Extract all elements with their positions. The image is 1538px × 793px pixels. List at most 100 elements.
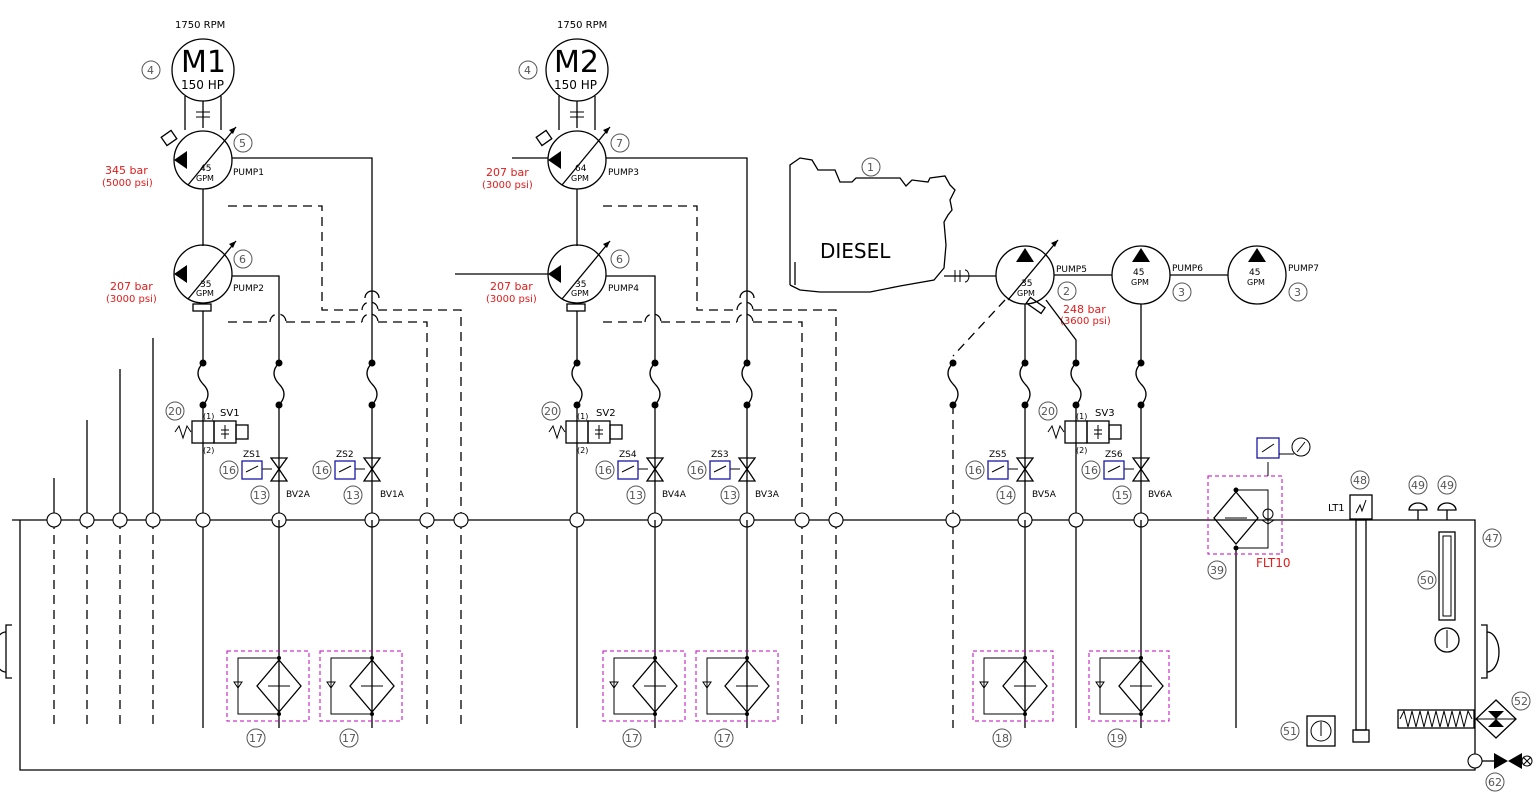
pump6-callout: 3 bbox=[1178, 286, 1185, 299]
pump1-flow: 45 bbox=[200, 164, 211, 174]
pump2: 35 GPM PUMP2 6 207 bar (3000 psi) bbox=[106, 189, 264, 312]
pump4-callout: 6 bbox=[616, 253, 623, 266]
filter6-callout: 19 bbox=[1110, 732, 1124, 745]
pump1: 45 GPM PUMP1 5 345 bar (5000 psi) bbox=[102, 126, 264, 190]
bv1a-label: BV1A bbox=[380, 490, 405, 500]
heater: 52 bbox=[1397, 691, 1531, 739]
bv2a-callout: 13 bbox=[253, 489, 267, 502]
zs2-label: ZS2 bbox=[336, 450, 354, 460]
zs3-callout: 16 bbox=[690, 464, 704, 477]
pump7-callout: 3 bbox=[1294, 286, 1301, 299]
pump5-pressure-psi: (3600 psi) bbox=[1060, 316, 1111, 327]
level-transmitter-lt1: LT1 48 bbox=[1328, 470, 1373, 743]
bv3a-callout: 13 bbox=[723, 489, 737, 502]
pump3-pressure-bar: 207 bar bbox=[486, 166, 529, 179]
sight-gauge-callout: 50 bbox=[1420, 574, 1434, 587]
zs6-callout: 16 bbox=[1084, 464, 1098, 477]
bv4a-label: BV4A bbox=[662, 490, 687, 500]
ball-valve-bv3a: ZS3 16 BV3A 13 bbox=[687, 405, 780, 520]
pump7-label: PUMP7 bbox=[1288, 264, 1319, 274]
pump4-unit: GPM bbox=[571, 289, 589, 298]
pump6-flow: 45 bbox=[1133, 268, 1144, 278]
filter1-callout: 17 bbox=[249, 732, 263, 745]
sv2-port1: (1) bbox=[577, 412, 588, 421]
pump6-unit: GPM bbox=[1131, 278, 1149, 287]
sv1-port2: (2) bbox=[203, 446, 214, 455]
sight-gauge: 50 bbox=[1417, 531, 1460, 653]
filter5-callout: 18 bbox=[995, 732, 1009, 745]
pump2-flow: 35 bbox=[200, 280, 211, 290]
lt1-label: LT1 bbox=[1328, 503, 1345, 514]
tank-number: 47 bbox=[1485, 532, 1499, 545]
reservoir-tank bbox=[0, 338, 1500, 771]
sv2-port2: (2) bbox=[577, 446, 588, 455]
diesel-label: DIESEL bbox=[820, 239, 891, 263]
bv5a-label: BV5A bbox=[1032, 490, 1057, 500]
thermometer: 51 bbox=[1280, 715, 1336, 747]
tank-callout: 47 bbox=[1482, 528, 1502, 548]
bv6a-label: BV6A bbox=[1148, 490, 1173, 500]
motor-m2-rpm: 1750 RPM bbox=[557, 20, 607, 31]
sv1-callout: 20 bbox=[168, 405, 182, 418]
diesel-engine: DIESEL 1 bbox=[789, 157, 996, 293]
return-filter-2: 17 bbox=[319, 520, 403, 748]
return-filter-3: 17 bbox=[602, 520, 686, 748]
pump4-pressure-bar: 207 bar bbox=[490, 280, 533, 293]
pump2-pressure-bar: 207 bar bbox=[110, 280, 153, 293]
bv4a-callout: 13 bbox=[629, 489, 643, 502]
breather2-callout: 49 bbox=[1440, 479, 1454, 492]
pump6-label: PUMP6 bbox=[1172, 264, 1203, 274]
solenoid-valve-sv2: SV2 (1) (2) 20 bbox=[541, 401, 623, 520]
motor-m1: 1750 RPM M1 150 HP 4 bbox=[141, 20, 235, 130]
motor-m1-callout: 4 bbox=[147, 64, 154, 77]
diesel-callout: 1 bbox=[867, 161, 874, 174]
pump1-callout: 5 bbox=[239, 137, 246, 150]
drain-valve: 62 bbox=[1467, 753, 1533, 792]
filter4-callout: 17 bbox=[717, 732, 731, 745]
zs5-callout: 16 bbox=[968, 464, 982, 477]
filter2-callout: 17 bbox=[342, 732, 356, 745]
zs4-callout: 16 bbox=[598, 464, 612, 477]
pump5-unit: GPM bbox=[1017, 289, 1035, 298]
pump1-label: PUMP1 bbox=[233, 168, 264, 178]
pump3-label: PUMP3 bbox=[608, 168, 639, 178]
breather-1: 49 bbox=[1408, 475, 1428, 520]
pump5: 35 GPM PUMP5 2 248 bar (3600 psi) bbox=[995, 239, 1111, 327]
lt1-callout: 48 bbox=[1353, 474, 1367, 487]
pump3: 64 GPM PUMP3 7 207 bar (3000 psi) bbox=[482, 126, 639, 191]
pump3-unit: GPM bbox=[571, 174, 589, 183]
zs6-label: ZS6 bbox=[1105, 450, 1123, 460]
flt10-callout: 39 bbox=[1210, 564, 1224, 577]
solenoid-valve-sv1: SV1 (1) (2) 20 bbox=[165, 401, 249, 520]
sv2-callout: 20 bbox=[544, 405, 558, 418]
flt10-label: FLT10 bbox=[1256, 556, 1291, 570]
pump3-pressure-psi: (3000 psi) bbox=[482, 180, 533, 191]
motor-m1-hp: 150 HP bbox=[181, 78, 224, 92]
pump7: 45 GPM PUMP7 3 bbox=[1170, 245, 1319, 305]
pump7-unit: GPM bbox=[1247, 278, 1265, 287]
pump2-callout: 6 bbox=[239, 253, 246, 266]
pump4-flow: 35 bbox=[575, 280, 586, 290]
return-filter-6: 19 bbox=[1088, 520, 1170, 748]
filter-flt10: FLT10 39 bbox=[1207, 437, 1311, 580]
bv5a-callout: 14 bbox=[999, 489, 1013, 502]
bv2a-label: BV2A bbox=[286, 490, 311, 500]
pump5-pressure-bar: 248 bar bbox=[1063, 303, 1106, 316]
pump7-flow: 45 bbox=[1249, 268, 1260, 278]
pump2-label: PUMP2 bbox=[233, 284, 264, 294]
motor-m1-label: M1 bbox=[181, 45, 226, 80]
m1-hoses bbox=[197, 359, 378, 409]
thermometer-callout: 51 bbox=[1283, 725, 1297, 738]
pump5-piping bbox=[947, 299, 1147, 728]
pump1-pressure-psi: (5000 psi) bbox=[102, 178, 153, 189]
pump4-pressure-psi: (3000 psi) bbox=[486, 294, 537, 305]
sv3-port2: (2) bbox=[1076, 446, 1087, 455]
bv1a-callout: 13 bbox=[346, 489, 360, 502]
zs5-label: ZS5 bbox=[989, 450, 1007, 460]
motor-m2-hp: 150 HP bbox=[554, 78, 597, 92]
sv3-label: SV3 bbox=[1095, 408, 1115, 419]
m2-piping bbox=[576, 157, 837, 520]
sv2-label: SV2 bbox=[596, 408, 616, 419]
breather1-callout: 49 bbox=[1411, 479, 1425, 492]
